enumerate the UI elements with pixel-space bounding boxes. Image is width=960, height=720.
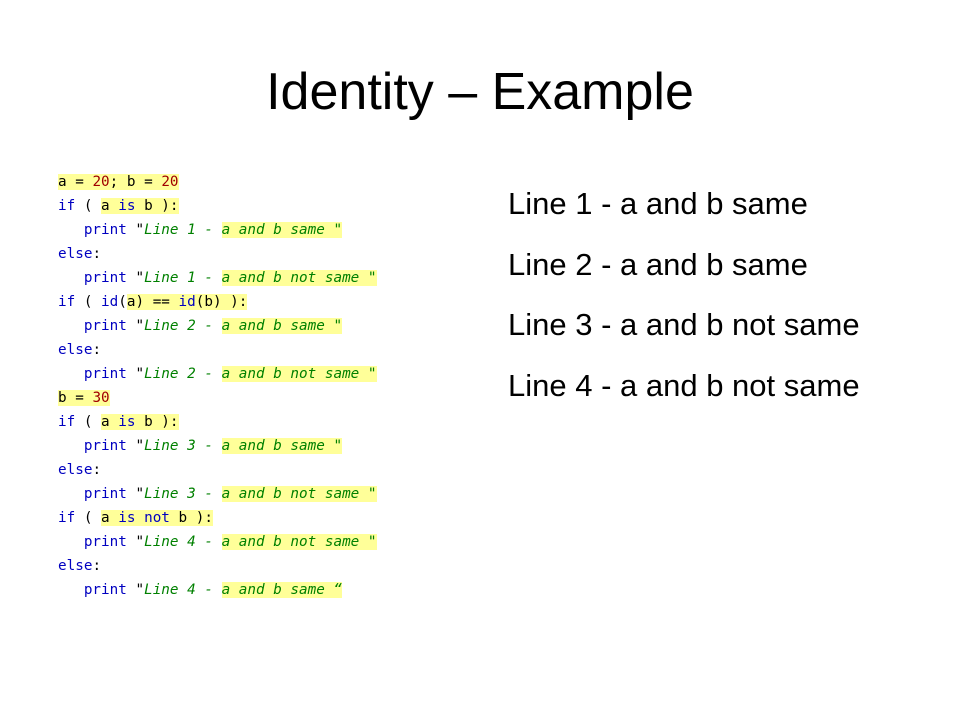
- code-line: a = 20; b = 20: [58, 170, 377, 194]
- code-line: if ( a is not b ):: [58, 506, 377, 530]
- code-segment: a is: [101, 198, 136, 214]
- code-segment: if (: [58, 510, 102, 526]
- code-segment: Line 3 -: [144, 486, 222, 502]
- code-segment: a and b same “: [221, 582, 343, 598]
- code-segment: Line 2 -: [144, 366, 222, 382]
- code-segment: print ": [83, 366, 145, 382]
- code-line: if ( id(a) == id(b) ):: [58, 290, 377, 314]
- code-segment: a is: [101, 414, 136, 430]
- code-line: else:: [58, 554, 377, 578]
- code-segment: b ):: [169, 510, 213, 526]
- code-segment: b = 30: [58, 390, 110, 406]
- code-segment: Line 2 -: [144, 318, 222, 334]
- code-line: print "Line 2 - a and b same ": [58, 314, 377, 338]
- code-segment: a = 20; b = 20: [58, 174, 179, 190]
- code-line: else:: [58, 338, 377, 362]
- code-segment: a and b same ": [221, 318, 343, 334]
- code-line: print "Line 4 - a and b same “: [58, 578, 377, 602]
- code-segment: else:: [58, 558, 102, 574]
- code-segment: else:: [58, 246, 102, 262]
- code-segment: Line 1 -: [144, 222, 222, 238]
- code-line: print "Line 3 - a and b same ": [58, 434, 377, 458]
- code-segment: print ": [83, 318, 145, 334]
- output-line: Line 4 - a and b not same: [508, 367, 860, 403]
- code-segment: print ": [83, 270, 145, 286]
- code-segment: b ):: [135, 198, 179, 214]
- code-segment: a and b not same ": [221, 366, 377, 382]
- code-segment: Line 4 -: [144, 582, 222, 598]
- code-segment: if (: [58, 198, 102, 214]
- code-segment: print ": [83, 438, 145, 454]
- code-segment: Line 4 -: [144, 534, 222, 550]
- slide-title: Identity – Example: [266, 63, 694, 121]
- code-segment: print ": [83, 582, 145, 598]
- output-line: Line 3 - a and b not same: [508, 307, 860, 342]
- code-line: else:: [58, 242, 377, 266]
- code-segment: print ": [83, 534, 145, 550]
- output-line: Line 2 - a and b same: [508, 246, 808, 282]
- code-line: if ( a is b ):: [58, 194, 377, 218]
- code-segment: a and b same ": [221, 438, 343, 454]
- code-segment: Line 3 -: [144, 438, 222, 454]
- code-line: print "Line 1 - a and b not same ": [58, 266, 377, 290]
- code-segment: a and b not same ": [221, 270, 377, 286]
- code-segment: a and b not same ": [221, 486, 377, 502]
- code-segment: else:: [58, 342, 102, 358]
- code-segment: a) == id(b) ):: [126, 294, 248, 310]
- code-segment: print ": [83, 486, 145, 502]
- code-line: print "Line 3 - a and b not same ": [58, 482, 377, 506]
- code-segment: print ": [83, 222, 145, 238]
- code-segment: a and b not same ": [221, 534, 377, 550]
- code-line: print "Line 2 - a and b not same ": [58, 362, 377, 386]
- code-segment: if (: [58, 414, 102, 430]
- code-segment: Line 1 -: [144, 270, 222, 286]
- code-segment: else:: [58, 462, 102, 478]
- code-line: print "Line 4 - a and b not same ": [58, 530, 377, 554]
- code-line: print "Line 1 - a and b same ": [58, 218, 377, 242]
- code-line: if ( a is b ):: [58, 410, 377, 434]
- code-line: else:: [58, 458, 377, 482]
- output-line: Line 1 - a and b same: [508, 186, 808, 221]
- code-segment: a is not: [101, 510, 170, 526]
- code-segment: a and b same ": [221, 222, 343, 238]
- code-segment: if ( id(: [58, 294, 127, 310]
- code-line: b = 30: [58, 386, 377, 410]
- code-segment: b ):: [135, 414, 179, 430]
